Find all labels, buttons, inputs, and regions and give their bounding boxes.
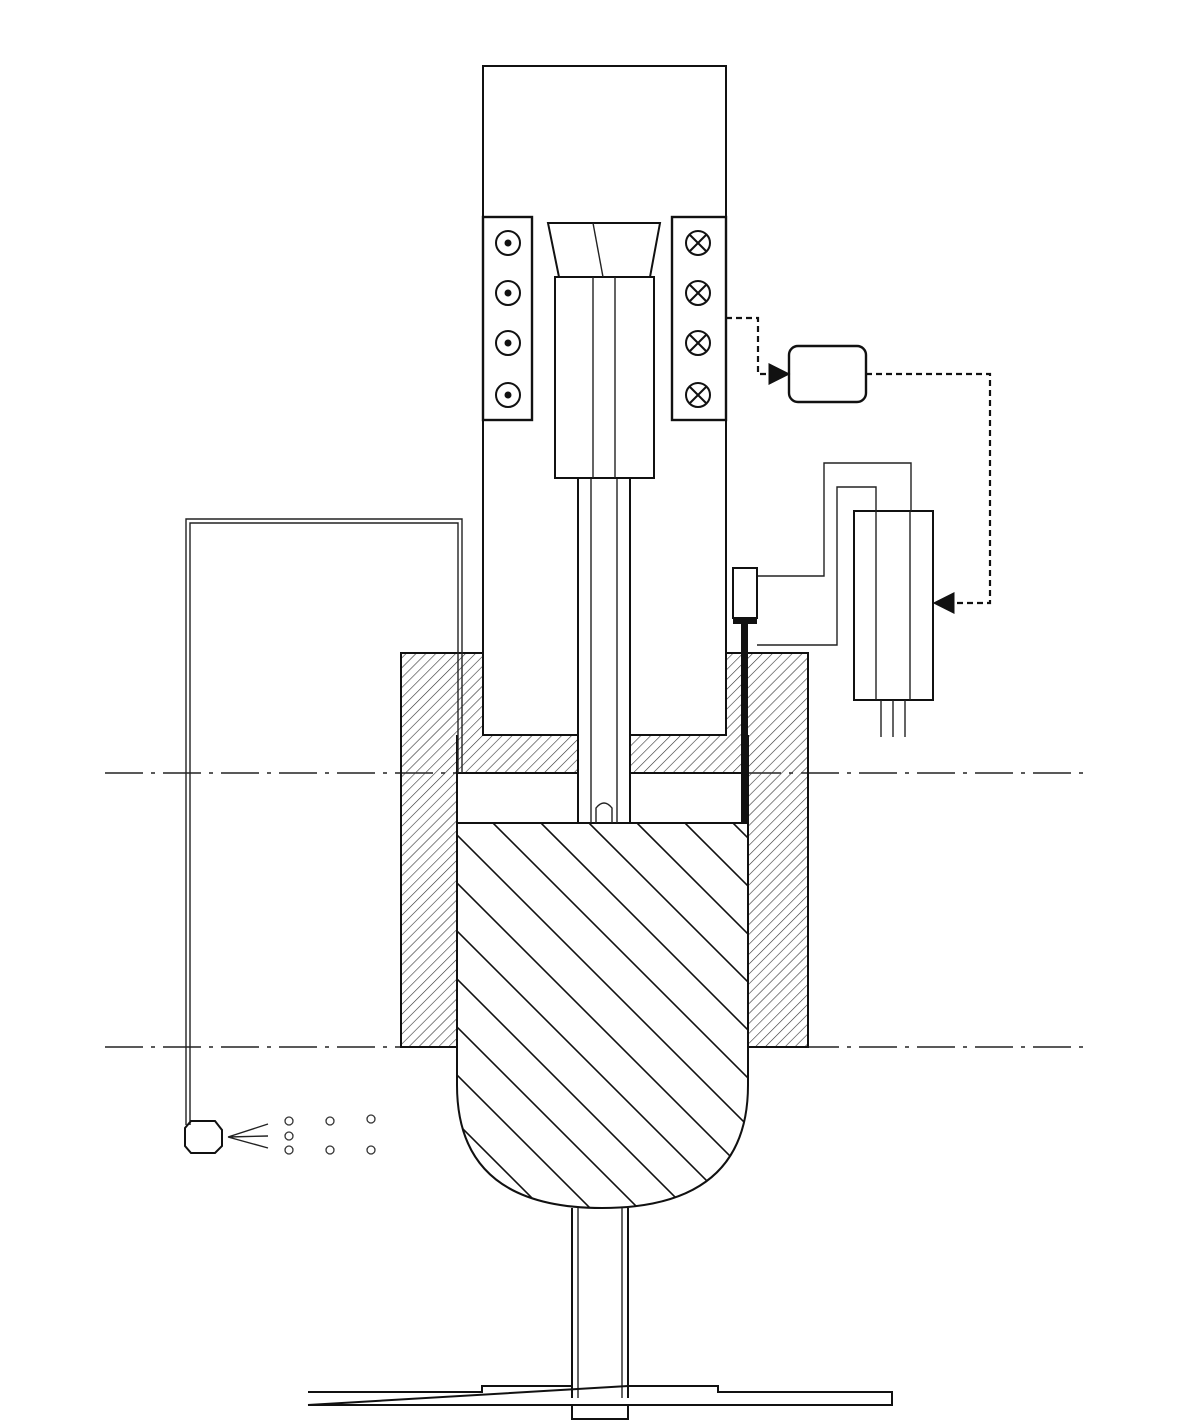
controller-box (787, 344, 868, 404)
induction-coil-left (481, 215, 534, 422)
stirring-shaft (577, 477, 631, 824)
spray-nozzle-icon (184, 1120, 223, 1154)
coil-cross-icon (685, 280, 711, 306)
droplet (325, 1116, 335, 1126)
spray-droplets (284, 1114, 376, 1155)
signal-line-controller-to-power (866, 372, 992, 614)
crucible-body (456, 822, 749, 1210)
droplet (366, 1114, 376, 1124)
induction-coil-right (670, 215, 728, 422)
droplet (284, 1116, 294, 1126)
droplet (325, 1145, 335, 1155)
spray-line (184, 518, 463, 1155)
coil-dot-icon (495, 280, 521, 306)
coil-cross-icon (685, 382, 711, 408)
droplet (366, 1145, 376, 1155)
droplet (284, 1145, 294, 1155)
coil-dot-icon (495, 230, 521, 256)
sensor-probe (732, 567, 758, 823)
sensor-lead-outer (757, 462, 912, 577)
coil-dot-icon (495, 382, 521, 408)
nozzle-head (546, 222, 662, 479)
coil-cross-icon (685, 230, 711, 256)
signal-line-coil-to-controller (726, 316, 791, 385)
coil-cross-icon (685, 330, 711, 356)
power-unit (853, 510, 934, 737)
base-plate (307, 1208, 893, 1420)
coil-dot-icon (495, 330, 521, 356)
sensor-lead-inner (757, 486, 877, 646)
droplet (284, 1131, 294, 1141)
